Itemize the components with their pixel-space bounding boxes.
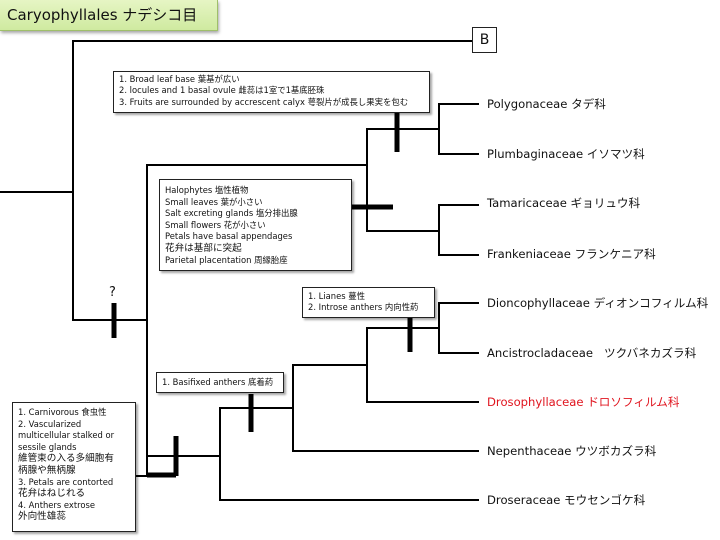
note-line: 3. Fruits are surrounded by accrescent c… [119, 96, 409, 107]
note-line: 1. Lianes 蔓性 [308, 291, 366, 301]
note-line: 外向性雄蕊 [18, 511, 66, 523]
note-line: Petals have basal appendages [165, 231, 293, 242]
note-carnivorous-clade: 1. Carnivorous 食虫性 2. Vascularized multi… [12, 402, 136, 532]
taxon-polygonaceae: Polygonaceae タデ科 [487, 97, 606, 111]
note-line: Small leaves 葉が小さい [165, 196, 263, 207]
note-basifixed: 1. Basifixed anthers 底着葯 [156, 372, 284, 393]
note-line: Parietal placentation 周縁胎座 [165, 254, 288, 265]
note-line: 2. Introse anthers 内向性葯 [308, 302, 419, 313]
note-line: 1. Broad leaf base 葉基が広い [119, 74, 240, 84]
note-line: 花弁はねじれる [18, 488, 86, 500]
taxon-frankeniaceae: Frankeniaceae フランケニア科 [487, 247, 656, 261]
note-line: 2. locules and 1 basal ovule 雌蕊は1室で1基底胚珠 [119, 85, 325, 96]
note-line: 柄腺や無柄腺 [18, 464, 76, 476]
note-line: 4. Anthers extrose [18, 499, 96, 510]
page-title: Caryophyllales ナデシコ目 [0, 0, 218, 31]
note-line: 維管束の入る多細胞有 [18, 453, 114, 465]
taxon-ancistrocladaceae: Ancistrocladaceae ツクバネカズラ科 [487, 346, 697, 360]
taxon-droseraceae: Droseraceae モウセンゴケ科 [487, 493, 646, 507]
taxon-drosophyllaceae: Drosophyllaceae ドロソフィルム科 [487, 395, 680, 409]
note-tamaricaceae-frankeniaceae: Halophytes 塩性植物 Small leaves 葉が小さい Salt … [159, 179, 352, 271]
taxon-dioncophyllaceae: Dioncophyllaceae ディオンコフィルム科 [487, 296, 709, 310]
note-line: Halophytes 塩性植物 [165, 185, 249, 195]
taxon-nepenthaceae: Nepenthaceae ウツボカズラ科 [487, 444, 657, 458]
note-line: 1. Carnivorous 食虫性 [18, 407, 107, 417]
note-line: 1. Basifixed anthers 底着葯 [162, 377, 274, 387]
note-polygonaceae-plumbaginaceae: 1. Broad leaf base 葉基が広い 2. locules and … [113, 71, 430, 113]
uncertain-node-label: ? [109, 285, 116, 300]
note-line: 花弁は基部に突起 [165, 242, 242, 254]
note-line: Salt excreting glands 塩分排出腺 [165, 208, 298, 219]
note-line: multicellular stalked or [18, 430, 115, 441]
note-line: 2. Vascularized [18, 418, 82, 429]
taxon-plumbaginaceae: Plumbaginaceae イソマツ科 [487, 147, 645, 161]
note-line: Small flowers 花が小さい [165, 219, 266, 230]
taxon-tamaricaceae: Tamaricaceae ギョリュウ科 [487, 196, 641, 210]
note-line: 3. Petals are contorted [18, 476, 114, 487]
note-dioncophyllaceae-ancistrocladaceae: 1. Lianes 蔓性 2. Introse anthers 内向性葯 [302, 287, 435, 318]
note-line: sessile glands [18, 441, 77, 452]
outgroup-b-box: B [472, 27, 497, 53]
